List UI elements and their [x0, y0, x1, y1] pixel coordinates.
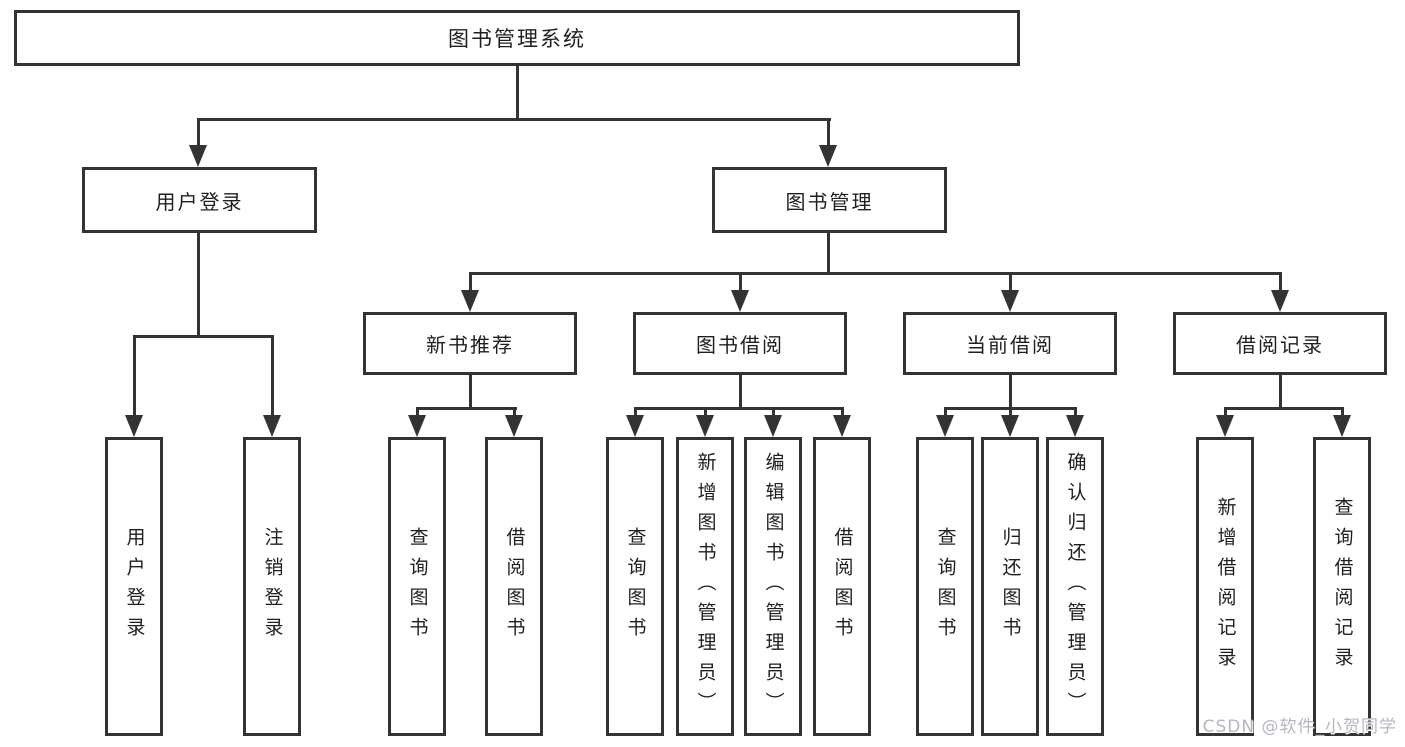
connector-new-books-stem — [469, 375, 472, 407]
connector-to-borrow-records — [1279, 272, 1282, 290]
leaf-query-books-borrow: 查询图书 — [606, 437, 664, 736]
arrowhead-down-icon — [263, 415, 281, 437]
csdn-watermark: CSDN @软件_小贺同学 — [1202, 717, 1397, 737]
connector-borrow-records-branch — [1224, 407, 1343, 410]
connector-user-login-branch — [133, 335, 274, 338]
leaf-borrow-books-newbooks-label: 借阅图书 — [503, 526, 526, 647]
leaf-query-books-newbooks: 查询图书 — [388, 437, 446, 736]
leaf-query-books-newbooks-label: 查询图书 — [406, 526, 429, 647]
arrowhead-down-icon — [189, 145, 207, 167]
leaf-add-borrow-record: 新增借阅记录 — [1196, 437, 1254, 736]
leaf-logout: 注销登录 — [243, 437, 301, 736]
leaf-logout-label: 注销登录 — [261, 526, 284, 647]
leaf-add-book-admin-label: 新增图书（管理员） — [694, 451, 717, 722]
connector-root-stem — [516, 66, 519, 118]
leaf-query-borrow-record: 查询借阅记录 — [1313, 437, 1371, 736]
arrowhead-down-icon — [461, 290, 479, 312]
arrowhead-down-icon — [1333, 415, 1351, 437]
node-root-label: 图书管理系统 — [448, 27, 586, 51]
leaf-query-books-borrow-label: 查询图书 — [624, 526, 647, 647]
connector-current-borrow-stem — [1009, 375, 1012, 407]
arrowhead-down-icon — [626, 415, 644, 437]
arrowhead-down-icon — [1066, 415, 1084, 437]
leaf-query-borrow-record-label: 查询借阅记录 — [1331, 496, 1354, 677]
arrowhead-down-icon — [1001, 290, 1019, 312]
leaf-user-login-label: 用户登录 — [123, 526, 146, 647]
connector-level1-branch — [197, 118, 831, 121]
node-book-borrow: 图书借阅 — [633, 312, 847, 375]
leaf-add-book-admin: 新增图书（管理员） — [676, 437, 734, 736]
connector-new-books-branch — [416, 407, 517, 410]
connector-to-leaf — [944, 407, 947, 416]
arrowhead-down-icon — [764, 415, 782, 437]
connector-to-leaf — [634, 407, 637, 416]
arrowhead-down-icon — [1216, 415, 1234, 437]
leaf-confirm-return-admin-label: 确认归还（管理员） — [1064, 451, 1087, 722]
leaf-borrow-books-borrow: 借阅图书 — [813, 437, 871, 736]
node-book-borrow-label: 图书借阅 — [696, 333, 784, 357]
connector-to-current-borrow — [1009, 272, 1012, 290]
node-root: 图书管理系统 — [14, 10, 1020, 66]
node-new-book-recommend: 新书推荐 — [363, 312, 577, 375]
connector-borrow-records-stem — [1279, 375, 1282, 407]
arrowhead-down-icon — [833, 415, 851, 437]
connector-book-borrow-branch — [634, 407, 844, 410]
node-current-borrow-label: 当前借阅 — [966, 333, 1054, 357]
arrowhead-down-icon — [1271, 290, 1289, 312]
arrowhead-down-icon — [936, 415, 954, 437]
leaf-user-login: 用户登录 — [105, 437, 163, 736]
arrowhead-down-icon — [125, 415, 143, 437]
arrowhead-down-icon — [696, 415, 714, 437]
leaf-borrow-books-borrow-label: 借阅图书 — [831, 526, 854, 647]
arrowhead-down-icon — [731, 290, 749, 312]
leaf-edit-book-admin: 编辑图书（管理员） — [744, 437, 802, 736]
connector-to-leaf — [772, 407, 775, 416]
connector-to-leaf — [704, 407, 707, 416]
connector-to-leaf — [513, 407, 516, 416]
arrowhead-down-icon — [505, 415, 523, 437]
leaf-edit-book-admin-label: 编辑图书（管理员） — [762, 451, 785, 722]
connector-to-leaf — [416, 407, 419, 416]
leaf-confirm-return-admin: 确认归还（管理员） — [1046, 437, 1104, 736]
node-book-management-label: 图书管理 — [785, 189, 874, 214]
node-book-management: 图书管理 — [712, 167, 947, 233]
leaf-return-book-label: 归还图书 — [999, 526, 1022, 647]
node-borrow-records: 借阅记录 — [1173, 312, 1387, 375]
node-user-login-label: 用户登录 — [155, 189, 244, 214]
leaf-add-borrow-record-label: 新增借阅记录 — [1214, 496, 1237, 677]
connector-to-leaf — [1224, 407, 1227, 416]
connector-book-management-stem — [827, 233, 830, 272]
connector-to-book-borrow — [739, 272, 742, 290]
node-new-book-recommend-label: 新书推荐 — [426, 333, 514, 357]
connector-to-leaf — [1341, 407, 1344, 416]
connector-to-book-management — [827, 118, 830, 146]
connector-to-leaf — [1074, 407, 1077, 416]
connector-to-leaf — [133, 335, 136, 415]
connector-to-new-books — [469, 272, 472, 290]
connector-book-borrow-stem — [739, 375, 742, 407]
node-borrow-records-label: 借阅记录 — [1236, 333, 1324, 357]
connector-to-leaf — [841, 407, 844, 416]
node-user-login: 用户登录 — [82, 167, 317, 233]
leaf-query-books-current: 查询图书 — [916, 437, 974, 736]
connector-to-leaf — [271, 335, 274, 415]
arrowhead-down-icon — [1001, 415, 1019, 437]
connector-level3-branch — [469, 272, 1282, 275]
node-current-borrow: 当前借阅 — [903, 312, 1117, 375]
leaf-query-books-current-label: 查询图书 — [934, 526, 957, 647]
leaf-return-book: 归还图书 — [981, 437, 1039, 736]
leaf-borrow-books-newbooks: 借阅图书 — [485, 437, 543, 736]
connector-to-user-login — [197, 118, 200, 146]
connector-user-login-stem — [197, 233, 200, 335]
arrowhead-down-icon — [819, 145, 837, 167]
connector-to-leaf — [1009, 407, 1012, 416]
arrowhead-down-icon — [408, 415, 426, 437]
